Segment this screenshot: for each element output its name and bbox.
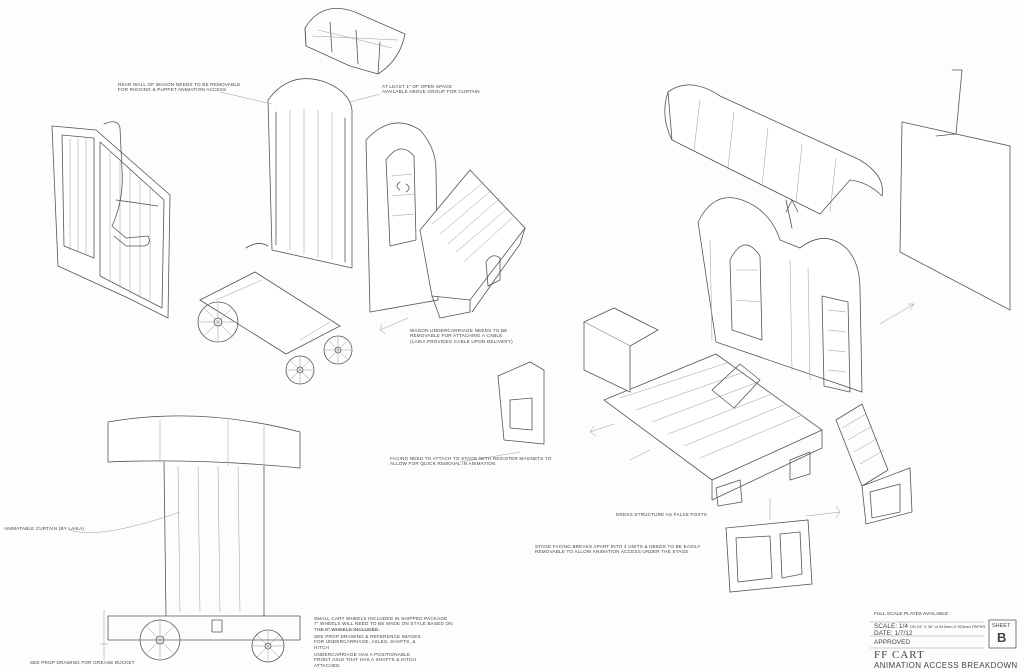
roof-piece-top	[304, 8, 406, 75]
roof-arch-right	[664, 84, 883, 215]
note-small-cart-wheels: SMALL CART WHEELS INCLUDED IN SHIPPED PA…	[314, 616, 453, 632]
facing-panels	[497, 307, 913, 593]
wagon-elevation	[100, 415, 301, 663]
leader-lines	[69, 91, 521, 631]
wagon-exploded-right	[697, 197, 863, 393]
rear-wall-panel	[51, 121, 171, 319]
title-block-date: DATE: 1/7/12	[874, 630, 913, 637]
stairs	[835, 403, 889, 487]
title-block-plates: FULL SCALE PLATES AVAILABLE	[874, 612, 949, 617]
note-grease-bucket: SEE PROP DRAWING FOR GREASE BUCKET	[30, 660, 135, 665]
note-dress-structure: DRESS STRUCTURE AS FALSE POSTS	[616, 512, 708, 517]
arrows	[379, 303, 915, 520]
wagon-assembly-left	[245, 78, 526, 319]
title-block-title: FF CART	[874, 649, 925, 661]
scale-label: SCALE: 1/4	[874, 623, 908, 630]
scale-detail: ON 24" X 36" or 610mm X 915mm PAPER	[909, 624, 986, 629]
title-block-scale: SCALE: 1/4 ON 24" X 36" or 610mm X 915mm…	[874, 623, 985, 630]
title-block-lines	[870, 619, 1017, 649]
note-curtain: ANIMATABLE CURTAIN (BY LAIKA)	[4, 526, 85, 531]
title-block-subtitle: ANIMATION ACCESS BREAKDOWN	[874, 661, 1018, 670]
back-panel-right	[899, 69, 1011, 311]
note-rear-wall: REAR WALL OF WAGON NEEDS TO BE REMOVABLE…	[118, 82, 241, 93]
sheet-label: SHEET	[992, 623, 1011, 629]
note-stage-facing: STAGE FACING BREAKS APART INTO 4 UNITS &…	[535, 544, 701, 555]
title-block-approved: APPROVED	[874, 639, 911, 646]
stage-deck	[603, 353, 823, 507]
undercarriage-left	[197, 271, 353, 385]
sheet-letter: B	[997, 630, 1007, 645]
note-facing: FACING NEED TO ATTACH TO STAGE WITH REGI…	[390, 456, 552, 467]
